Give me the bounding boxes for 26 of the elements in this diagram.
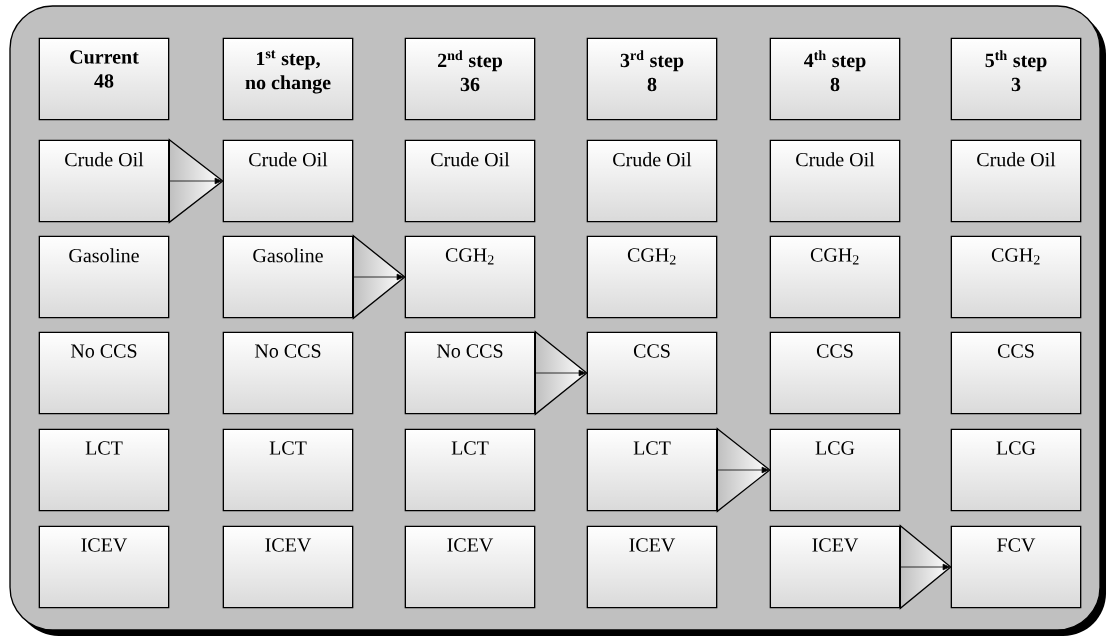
process-box: LCT (404, 428, 536, 512)
process-box: CCS (950, 331, 1082, 415)
header-box: 3$^{rd}$ step 8 (586, 37, 718, 121)
process-box: ICEV (586, 525, 718, 609)
process-box: CGH$_{2}$ (769, 235, 901, 319)
process-box: LCG (950, 428, 1082, 512)
process-box: Crude Oil (404, 139, 536, 223)
process-box: CCS (769, 331, 901, 415)
process-box: ICEV (404, 525, 536, 609)
process-box: No CCS (38, 331, 170, 415)
process-box: LCT (222, 428, 354, 512)
process-box: Crude Oil (950, 139, 1082, 223)
process-box: No CCS (222, 331, 354, 415)
process-box: Gasoline (38, 235, 170, 319)
header-box: 5$^{th}$ step 3 (950, 37, 1082, 121)
process-box: ICEV (38, 525, 170, 609)
process-box: LCT (38, 428, 170, 512)
header-box: 1$^{st}$ step, no change (222, 37, 354, 121)
header-box: 2$^{nd}$ step 36 (404, 37, 536, 121)
process-box: ICEV (222, 525, 354, 609)
header-box: 4$^{th}$ step 8 (769, 37, 901, 121)
process-box: Crude Oil (769, 139, 901, 223)
process-box: CGH$_{2}$ (950, 235, 1082, 319)
process-box: Crude Oil (586, 139, 718, 223)
process-box: CGH$_{2}$ (586, 235, 718, 319)
header-box: Current 48 (38, 37, 170, 121)
